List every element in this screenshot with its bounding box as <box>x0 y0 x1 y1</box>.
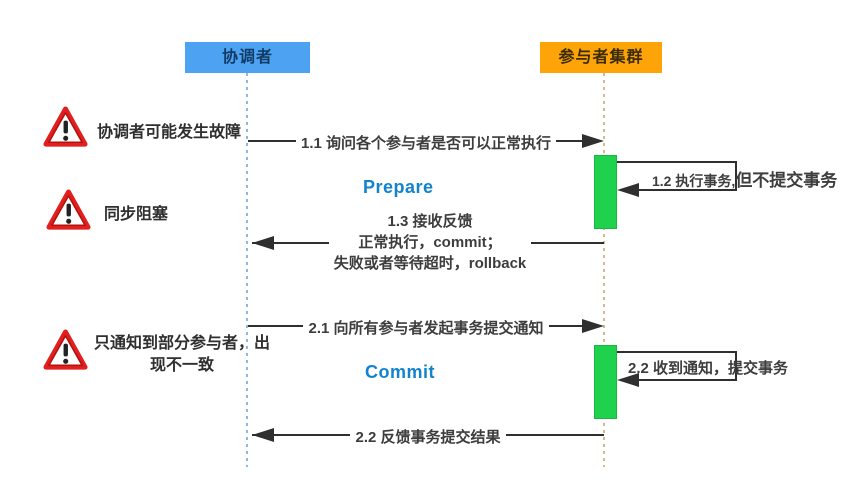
participants-lifeline <box>603 73 605 467</box>
warning-text-coordinator-failure: 协调者可能发生故障 <box>97 124 242 141</box>
self-loop-1-2-top <box>617 161 737 163</box>
message-2-2-label: 2.2 反馈事务提交结果 <box>252 426 604 447</box>
self-loop-1-2-side <box>735 161 737 191</box>
self-loop-2-2-top <box>617 351 737 353</box>
self-loop-2-2-bottom <box>634 379 737 381</box>
self-loop-2-2-side <box>735 351 737 381</box>
arrowhead-left-icon <box>252 236 274 250</box>
arrowhead-left-icon <box>252 428 274 442</box>
arrowhead-right-icon <box>582 319 604 333</box>
phase-label-commit: Commit <box>365 362 435 382</box>
warning-text-sync-blocking: 同步阻塞 <box>104 206 169 223</box>
arrowhead-right-icon <box>582 134 604 148</box>
message-2-1-label: 2.1 向所有参与者发起事务提交通知 <box>248 317 604 338</box>
participants-header: 参与者集群 <box>540 42 662 73</box>
message-1-1-label: 1.1 询问各个参与者是否可以正常执行 <box>248 132 604 153</box>
message-1-2-label: 1.2 执行事务,但不提交事务 <box>652 171 838 190</box>
message-2-2-self-label: 2.2 收到通知，提交事务 <box>628 360 789 377</box>
warning-icon <box>45 188 92 235</box>
activation-bar-prepare <box>594 155 617 229</box>
arrowhead-left-icon <box>617 183 639 197</box>
coordinator-header: 协调者 <box>185 42 310 73</box>
activation-bar-commit <box>594 345 617 419</box>
warning-icon <box>42 328 89 375</box>
arrowhead-left-icon <box>617 373 639 387</box>
warning-text-partial-notify: 只通知到部分参与者，出现不一致 <box>93 335 270 374</box>
phase-label-prepare: Prepare <box>363 177 434 197</box>
self-loop-1-2-bottom <box>634 189 737 191</box>
message-1-3-label: 1.3 接收反馈 正常执行，commit； 失败或者等待超时，rollback <box>262 211 598 274</box>
coordinator-lifeline <box>246 73 248 467</box>
warning-icon <box>42 105 89 152</box>
